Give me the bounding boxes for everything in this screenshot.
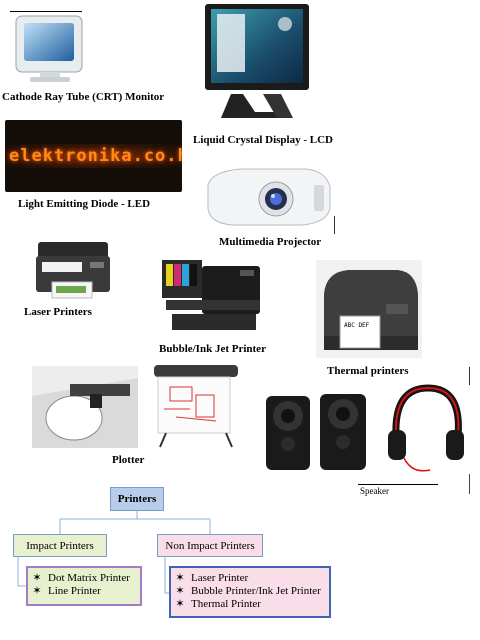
star-bullet-icon: ✶ (32, 572, 42, 584)
impact-printers-list: ✶ Dot Matrix Printer ✶ Line Printer (26, 566, 142, 606)
non-impact-printers-list: ✶ Laser Printer ✶ Bubble Printer/Ink Jet P… (169, 566, 331, 618)
crt-monitor-image (10, 14, 90, 84)
non-impact-printers-node: Non Impact Printers (157, 534, 263, 557)
star-bullet-icon: ✶ (175, 572, 185, 584)
top-rule (10, 11, 82, 12)
list-item: ✶ Dot Matrix Printer (32, 572, 140, 585)
plotter-caption: Plotter (112, 454, 145, 466)
impact-printers-node: Impact Printers (13, 534, 107, 557)
list-item: ✶ Laser Printer (175, 572, 329, 585)
star-bullet-icon: ✶ (175, 585, 185, 597)
plotter-desk-image (32, 366, 138, 448)
dot-matrix-printer-item: Dot Matrix Printer (48, 572, 130, 584)
projector-caption: Multimedia Projector (219, 236, 322, 248)
headphones-image (382, 382, 472, 476)
led-caption: Light Emitting Diode - LED (18, 198, 151, 210)
tree-root-printers: Printers (110, 487, 164, 511)
tree-root-label: Printers (117, 493, 157, 505)
speaker-divider (469, 474, 470, 494)
non-impact-printers-label: Non Impact Printers (165, 539, 255, 552)
led-sign-text: elektronika.co.hr (9, 146, 182, 166)
plotter-stand-image (150, 361, 242, 449)
lcd-monitor-image (203, 2, 311, 124)
list-item: ✶ Line Printer (32, 585, 140, 598)
lcd-caption: Liquid Crystal Display - LCD (193, 134, 333, 146)
speakers-image (262, 380, 380, 474)
thermal-printer-image: ABC DEF (316, 260, 422, 358)
led-sign-image: elektronika.co.hr (5, 120, 182, 192)
bubble-inkjet-printer-item: Bubble Printer/Ink Jet Printer (191, 585, 321, 597)
thermal-caption: Thermal printers (327, 365, 409, 377)
thermal-printer-item: Thermal Printer (191, 598, 261, 610)
inkjet-printer-image (158, 258, 264, 334)
thermal-label-text: ABC DEF (344, 322, 370, 329)
crt-caption: Cathode Ray Tube (CRT) Monitor (2, 91, 165, 103)
projector-image (202, 165, 334, 231)
line-printer-item: Line Printer (48, 585, 101, 597)
star-bullet-icon: ✶ (175, 598, 185, 610)
list-item: ✶ Thermal Printer (175, 598, 329, 611)
laser-caption: Laser Printers (24, 306, 92, 318)
speaker-underline (358, 484, 438, 485)
star-bullet-icon: ✶ (32, 585, 42, 597)
projector-divider (334, 216, 335, 234)
list-item: ✶ Bubble Printer/Ink Jet Printer (175, 585, 329, 598)
inkjet-caption: Bubble/Ink Jet Printer (159, 343, 266, 355)
speaker-caption: Speaker (360, 486, 389, 496)
laser-printer-item: Laser Printer (191, 572, 249, 584)
impact-printers-label: Impact Printers (26, 539, 94, 552)
thermal-divider (469, 367, 470, 385)
laser-printer-image (32, 238, 114, 302)
